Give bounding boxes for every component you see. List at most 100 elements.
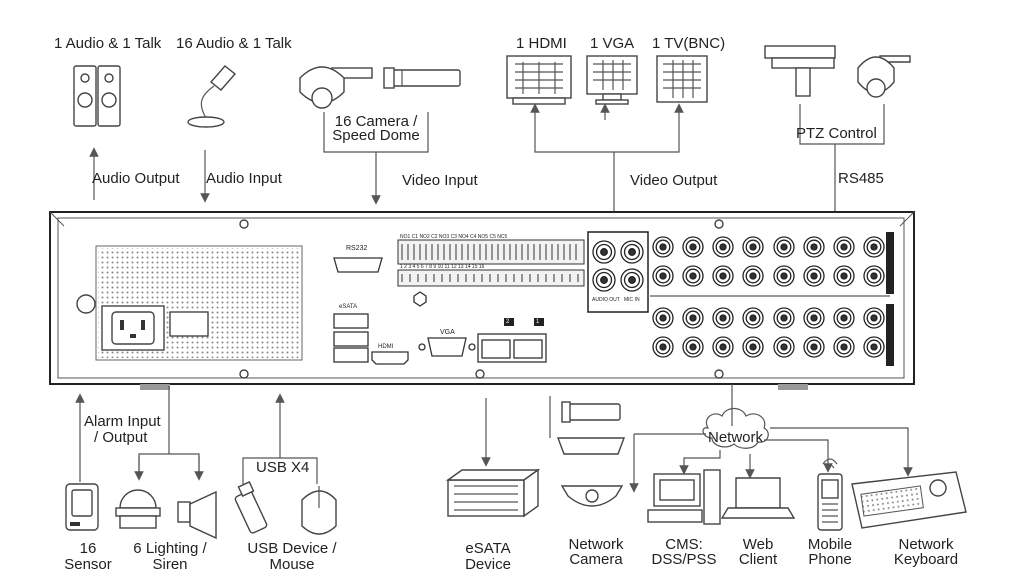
tv-label: 1 TV(BNC) — [652, 35, 726, 52]
bnc-connector[interactable] — [712, 307, 734, 329]
bnc-connector[interactable] — [803, 336, 825, 358]
bnc-connector[interactable] — [863, 336, 885, 358]
audio-output-label: Audio Output — [92, 170, 180, 187]
bnc-connector[interactable] — [803, 236, 825, 258]
usb-port-1[interactable] — [333, 313, 369, 329]
ptz-dome-icon — [857, 55, 911, 98]
power-switch[interactable] — [169, 311, 209, 337]
bnc-connector[interactable] — [652, 307, 674, 329]
alarm-terminal-top[interactable] — [397, 239, 585, 265]
network-camera-label-line2: Camera — [569, 551, 623, 568]
web-client-label-line2: Client — [738, 551, 778, 568]
bnc-connector[interactable] — [652, 265, 674, 287]
network-label: Network — [708, 429, 764, 446]
network-keyboard-icon — [851, 471, 967, 529]
vga-panel-label: VGA — [440, 329, 455, 336]
bnc-connector[interactable] — [712, 236, 734, 258]
bnc-connector[interactable] — [682, 265, 704, 287]
lighting-label-line2: Siren — [152, 556, 188, 573]
bnc-connector[interactable] — [833, 336, 855, 358]
laptop-icon — [720, 477, 796, 519]
rs232-label: RS232 — [346, 245, 368, 252]
alarm-top-label: NO1 C1 NO2 C2 NO3 C3 NO4 C4 NO5 C5 NC5 — [400, 234, 508, 240]
network-cloud — [702, 407, 769, 449]
vga-port[interactable] — [427, 337, 467, 357]
usb-device-label-line1: USB Device / — [247, 540, 337, 557]
video-out-label: VIDEO OUT — [892, 317, 899, 345]
bnc-connector[interactable] — [773, 265, 795, 287]
usb-x4-label: USB X4 — [256, 459, 310, 476]
sensor-icon — [65, 483, 99, 531]
bnc-connector[interactable] — [620, 240, 644, 264]
mobile-phone-icon — [817, 458, 843, 531]
bnc-connector[interactable] — [773, 236, 795, 258]
bnc-connector[interactable] — [682, 307, 704, 329]
bnc-connector[interactable] — [712, 265, 734, 287]
esata-panel-label: eSATA — [339, 304, 358, 310]
siren-light-icon — [115, 489, 161, 529]
cms-label-line1: CMS: — [665, 536, 703, 553]
bnc-connector[interactable] — [620, 268, 644, 292]
hdmi-label: 1 HDMI — [516, 35, 567, 52]
bnc-connector[interactable] — [863, 265, 885, 287]
hdmi-port[interactable] — [371, 351, 409, 365]
bnc-connector[interactable] — [863, 307, 885, 329]
tv-monitor-icon — [656, 55, 708, 103]
usb-device-label-line2: Mouse — [269, 556, 315, 573]
ptz-bracket — [799, 104, 885, 145]
lighting-label-line1: 6 Lighting / — [133, 540, 207, 557]
esata-device-icon — [445, 468, 541, 518]
bnc-port-grid[interactable] — [652, 236, 885, 358]
bnc-connector[interactable] — [833, 236, 855, 258]
vga-monitor-icon — [586, 55, 638, 105]
bnc-connector[interactable] — [652, 336, 674, 358]
bnc-connector[interactable] — [833, 265, 855, 287]
bnc-connector[interactable] — [773, 336, 795, 358]
box-camera-icon — [383, 67, 461, 89]
audio-talk-16-label: 16 Audio & 1 Talk — [176, 35, 292, 52]
video-output-label: Video Output — [630, 172, 718, 189]
alarm-bottom-label: 1 2 3 4 5 6 7 8 9 10 11 12 13 14 15 16 — [400, 264, 485, 270]
lan2-label: 2 — [506, 319, 510, 325]
monitor-bracket — [534, 112, 680, 153]
bnc-connector[interactable] — [682, 336, 704, 358]
rs232-port[interactable] — [333, 257, 383, 273]
speed-dome-camera-icon — [299, 66, 373, 109]
network-keyboard-label-line2: Keyboard — [893, 551, 959, 568]
bnc-connector[interactable] — [652, 236, 674, 258]
speaker-icon — [73, 65, 121, 127]
audio-talk-1-label: 1 Audio & 1 Talk — [54, 35, 162, 52]
bnc-connector[interactable] — [742, 336, 764, 358]
sensor-label-line2: Sensor — [64, 556, 112, 573]
ptz-camera-icon — [764, 45, 836, 97]
alarm-label-line2: / Output — [94, 429, 148, 446]
mouse-icon — [301, 486, 337, 535]
mobile-phone-label-line1: Mobile — [807, 536, 853, 553]
bnc-connector[interactable] — [742, 236, 764, 258]
esata-port[interactable] — [333, 331, 369, 347]
bnc-connector[interactable] — [742, 307, 764, 329]
bnc-connector[interactable] — [682, 236, 704, 258]
esata-device-label-line2: Device — [465, 556, 511, 573]
bnc-connector[interactable] — [592, 240, 616, 264]
video-input-label: Video Input — [402, 172, 478, 189]
cms-label-line2: DSS/PSS — [651, 551, 717, 568]
cms-computer-icon — [647, 469, 721, 525]
bnc-connector[interactable] — [833, 307, 855, 329]
bnc-connector[interactable] — [803, 265, 825, 287]
audio-out-label: AUDIO OUT — [592, 297, 620, 303]
bnc-connector[interactable] — [712, 336, 734, 358]
usb-port-2[interactable] — [333, 347, 369, 363]
bnc-connector[interactable] — [803, 307, 825, 329]
usb-stick-icon — [234, 481, 268, 534]
hdmi-monitor-icon — [506, 55, 572, 105]
mic-in-label: MIC IN — [624, 297, 640, 303]
network-keyboard-label-line1: Network — [898, 536, 954, 553]
camera-label-line1: 16 Camera / — [334, 113, 418, 130]
bnc-connector[interactable] — [773, 307, 795, 329]
bnc-connector[interactable] — [742, 265, 764, 287]
bnc-connector[interactable] — [592, 268, 616, 292]
bnc-connector[interactable] — [863, 236, 885, 258]
lan1-label: 1 — [536, 319, 540, 325]
